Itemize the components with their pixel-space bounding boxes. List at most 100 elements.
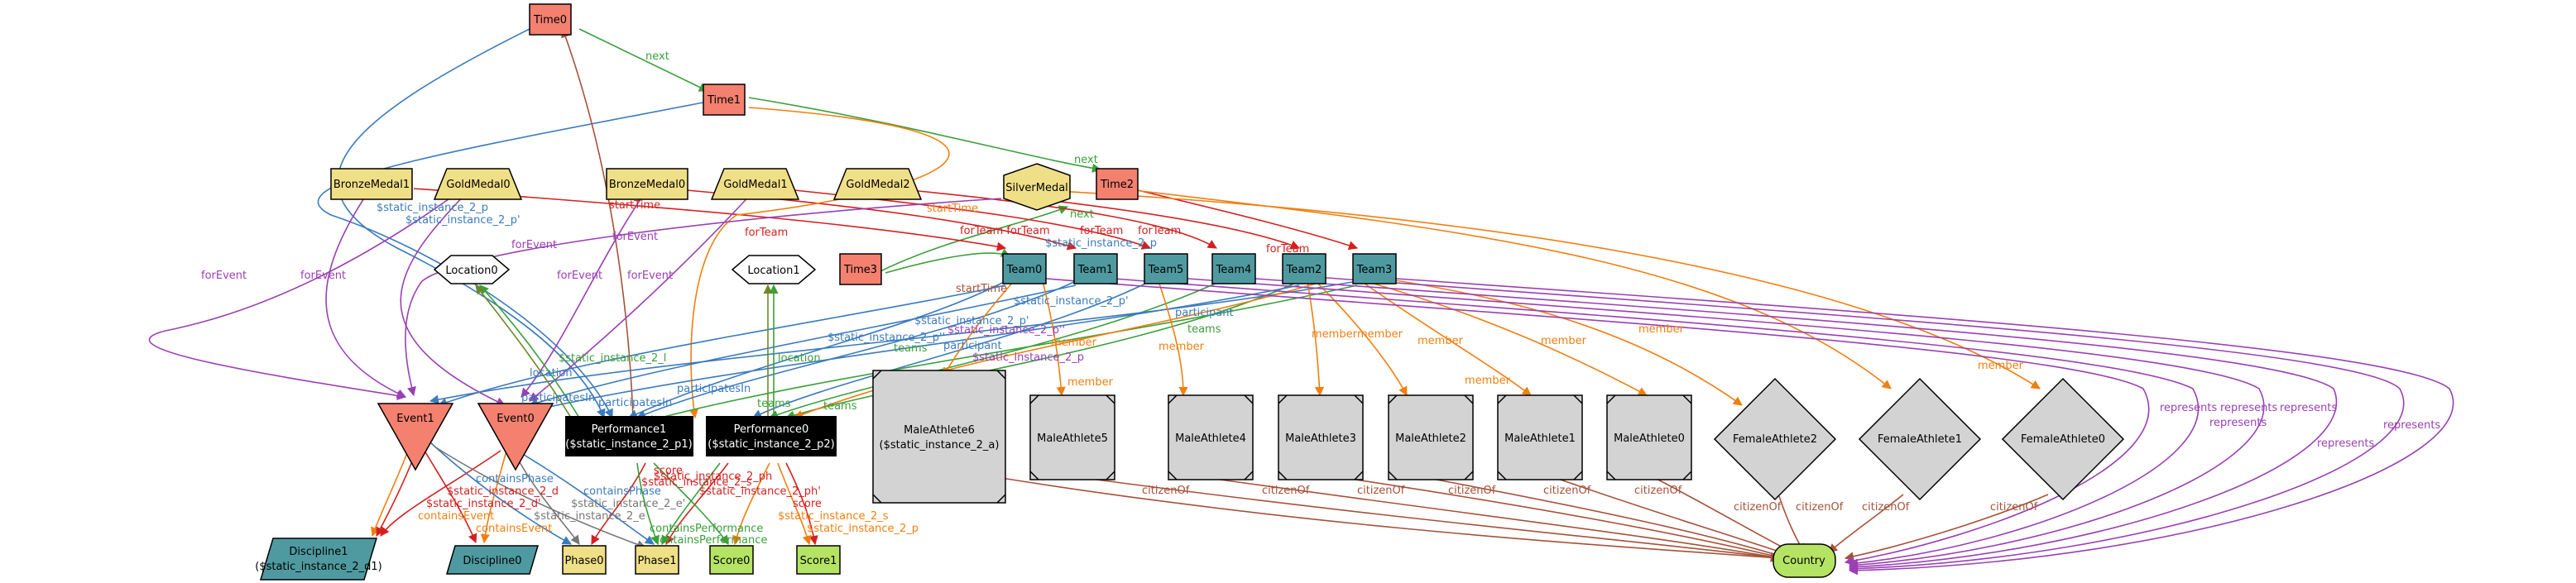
node-country: Country xyxy=(1772,543,1836,578)
edge-gold0-event1 xyxy=(148,188,464,400)
label-score-1: score xyxy=(654,465,683,477)
label-static-p-6: $static_instance_2_p'' xyxy=(947,324,1065,337)
node-discipline0: Discipline0 xyxy=(445,545,540,575)
label-static-ph-2: $static_instance_2_ph' xyxy=(699,485,821,498)
label-citizenof-9: citizenOf xyxy=(1862,501,1910,514)
node-male2-label: MaleAthlete2 xyxy=(1395,432,1466,445)
edge-team2-male3 xyxy=(1307,280,1325,397)
node-bronze-medal-1: BronzeMedal1 xyxy=(330,168,413,200)
node-male4-label: MaleAthlete4 xyxy=(1175,432,1246,445)
edge-team5-perf0 xyxy=(751,280,1151,418)
edge-event1-phase0 xyxy=(429,442,572,545)
node-discipline0-label: Discipline0 xyxy=(463,555,521,567)
edge-team2-male2 xyxy=(1315,280,1408,396)
node-performance0: Performance0 ($static_instance_2_p2) xyxy=(706,416,837,456)
label-static-e-1: $static_instance_2_e xyxy=(534,510,645,523)
edge-perf0-phase1 xyxy=(665,462,729,545)
label-forteam-5: forTeam xyxy=(1266,243,1309,256)
edge-time0-time1 xyxy=(578,28,709,92)
edge-team3-perf1 xyxy=(644,284,1358,424)
edge-gold2-team4 xyxy=(909,189,1217,249)
node-team4: Team4 xyxy=(1211,253,1256,284)
label-citizenof-1: citizenOf xyxy=(1142,485,1190,497)
node-male-athlete-3: MaleAthlete3 xyxy=(1278,394,1364,480)
label-teams-3: teams xyxy=(823,400,857,413)
label-participatesin-2: participatesIn xyxy=(598,397,672,409)
edge-perf0-score0 xyxy=(732,462,770,546)
node-male-athlete-2: MaleAthlete2 xyxy=(1388,394,1474,480)
label-forevent-4: forEvent xyxy=(557,270,602,282)
label-forteam-2: forTeam forTeam xyxy=(960,225,1050,237)
node-location0: Location0 xyxy=(433,255,511,284)
edge-team1-perf1 xyxy=(636,280,1077,419)
node-event0: Event0 xyxy=(477,403,554,471)
edge-team3-country-rep xyxy=(1373,276,2454,576)
node-bronze-medal-0: BronzeMedal0 xyxy=(606,168,688,200)
label-citizenof-4: citizenOf xyxy=(1448,485,1496,497)
edge-event0-phase0 xyxy=(512,450,580,545)
label-location-1: location xyxy=(530,367,573,380)
node-phase1: Phase1 xyxy=(635,545,679,575)
label-containsevent-1: containsEvent xyxy=(418,510,494,523)
node-gold1-label: GoldMedal1 xyxy=(723,179,787,191)
node-gold2-label: GoldMedal2 xyxy=(846,179,909,191)
node-team0: Team0 xyxy=(1002,253,1047,284)
edge-team2-country-rep xyxy=(1315,276,2405,574)
edge-team4-country-rep xyxy=(1232,276,2338,572)
label-member-3: member xyxy=(1312,328,1358,341)
edge-team4-perf0 xyxy=(768,280,1221,419)
label-citizenof-10: citizenOf xyxy=(1990,501,2038,514)
node-phase0: Phase0 xyxy=(562,545,607,575)
node-event1: Event1 xyxy=(377,403,454,471)
label-citizenof-7: citizenOf xyxy=(1734,501,1782,514)
edge-male1-country xyxy=(1555,477,1793,558)
edge-male3-country xyxy=(1344,477,1785,561)
edge-male2-country xyxy=(1427,477,1789,561)
node-time2-label: Time2 xyxy=(1100,179,1134,191)
edge-event0-discipline1 xyxy=(380,450,501,537)
node-bronze1-label: BronzeMedal1 xyxy=(333,179,410,191)
node-score0-label: Score0 xyxy=(713,555,751,567)
edge-silver-female0 xyxy=(1042,189,2041,389)
node-female2-label: FemaleAthlete2 xyxy=(1733,433,1817,446)
node-female-athlete-1: FemaleAthlete1 xyxy=(1858,377,1982,501)
label-forevent-1: forEvent xyxy=(201,270,247,282)
label-static-l-1: $static_instance_2_l xyxy=(559,352,666,365)
label-forteam-3: forTeam xyxy=(1080,225,1123,237)
edge-team1-country-rep xyxy=(1091,276,2199,568)
label-member-8: member xyxy=(1638,323,1685,336)
edge-perf0-phase1-b xyxy=(661,462,721,545)
label-member-5: member xyxy=(1418,335,1464,347)
node-male1-label: MaleAthlete1 xyxy=(1504,432,1576,445)
label-participatesin-1: participatesIn xyxy=(521,392,595,404)
label-member-4: member xyxy=(1357,328,1403,341)
node-gold-medal-1: GoldMedal1 xyxy=(710,168,800,200)
node-female0-label: FemaleAthlete0 xyxy=(2021,433,2105,446)
label-participant-1: participant xyxy=(943,340,1002,352)
label-represents-6: represents xyxy=(2383,419,2440,432)
label-represents-2: represents xyxy=(2220,402,2277,414)
edge-team0-event1 xyxy=(437,284,1006,407)
edge-perf1-phase1 xyxy=(636,462,660,546)
node-male0-label: MaleAthlete0 xyxy=(1614,432,1685,445)
label-represents-4: represents xyxy=(2209,417,2267,429)
edge-perf1-location0 xyxy=(479,284,580,418)
label-teams-1: teams xyxy=(894,342,928,355)
node-event1-label: Event1 xyxy=(396,413,434,425)
edge-perf0-score1-b xyxy=(777,462,812,546)
node-perf1-sublabel: ($static_instance_2_p1) xyxy=(565,438,692,451)
node-team1: Team1 xyxy=(1073,253,1118,284)
label-static-p-2: $static_instance_2_p' xyxy=(405,214,520,227)
node-location1: Location1 xyxy=(731,255,817,284)
edge-silver-team2 xyxy=(1034,198,1301,250)
label-static-p-4: $static_instance_2_p' xyxy=(1014,295,1129,308)
node-discipline1-label: Discipline1 xyxy=(289,546,348,558)
edge-time0-perf1 xyxy=(337,28,606,419)
label-score-2: score xyxy=(793,498,822,510)
node-time2: Time2 xyxy=(1096,168,1139,200)
edge-team0-perf0-orange xyxy=(793,280,1325,419)
label-static-p-5: $static_instance_2_p' xyxy=(914,315,1029,327)
edge-perf1-score0 xyxy=(653,462,729,545)
label-forevent-3: forEvent xyxy=(511,239,557,251)
